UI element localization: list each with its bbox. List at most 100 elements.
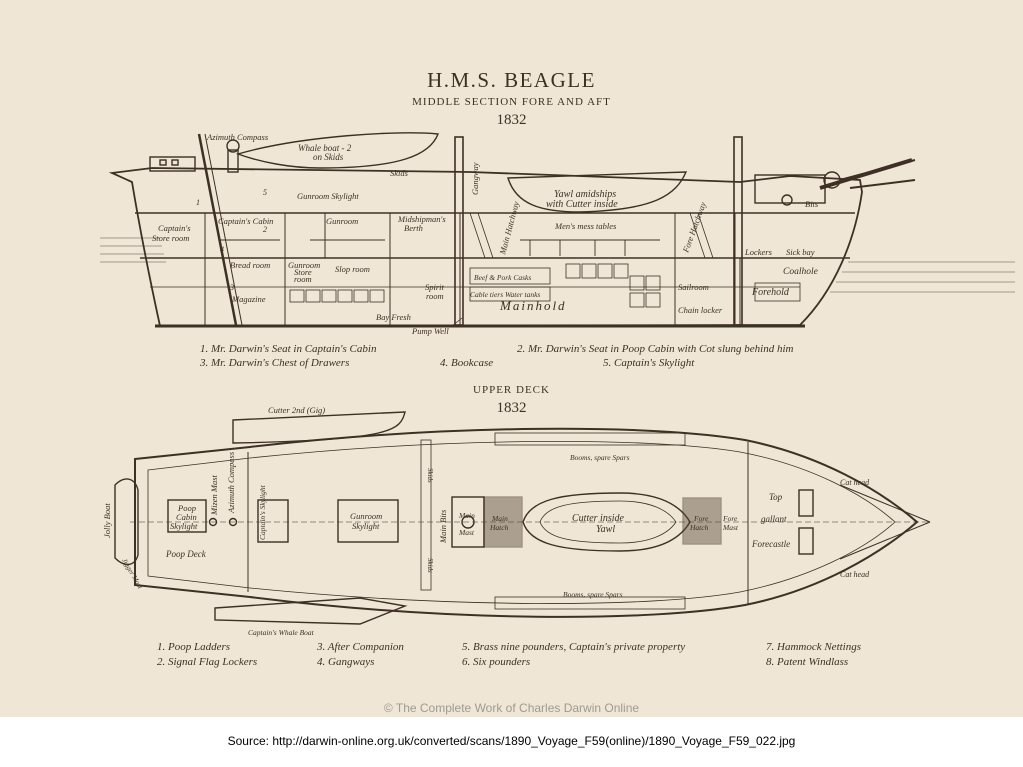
label-berth: Berth <box>404 223 423 233</box>
label-whale-boat-skids: on Skids <box>313 152 344 162</box>
label-top: Top <box>769 492 783 502</box>
label-main-mast-2: Mast <box>458 528 475 537</box>
section-key-1: 1. Mr. Darwin's Seat in Captain's Cabin <box>200 343 377 355</box>
label-main-hatch: Main <box>491 514 508 523</box>
sea-lines <box>100 237 1015 293</box>
label-lockers: Lockers <box>744 247 773 257</box>
label-yawl-cutter: with Cutter inside <box>546 199 618 210</box>
label-skids-b: Skids <box>426 558 434 573</box>
deck-key-5: 5. Brass nine pounders, Captain's privat… <box>462 641 686 653</box>
label-num-5: 5 <box>263 188 267 197</box>
label-forecastle: Forecastle <box>751 539 790 549</box>
label-booms-bottom: Booms, spare Spars <box>563 590 623 599</box>
label-gallant: gallant <box>761 514 787 524</box>
label-captains-whale-boat: Captain's Whale Boat <box>248 628 315 637</box>
label-bay-fresh: Bay Fresh <box>376 312 411 322</box>
deck-year: 1832 <box>496 400 527 416</box>
deck-title: UPPER DECK <box>473 384 550 396</box>
yawl-boat <box>507 171 688 213</box>
label-beef-casks: Beef & Pork Casks <box>474 273 531 282</box>
label-captains-store: Captain's <box>158 223 191 233</box>
label-bits: Bits <box>805 199 819 209</box>
section-key-5: 5. Captain's Skylight <box>603 357 695 369</box>
label-gunroom-store-3: room <box>294 274 312 284</box>
label-azimuth-compass: Azimuth Compass <box>206 132 269 142</box>
label-main-hatch-2: Hatch <box>489 523 509 532</box>
label-sick-bay: Sick bay <box>786 247 815 257</box>
cutter-gig <box>232 411 406 444</box>
label-fore-mast: Fore <box>722 514 738 523</box>
whale-boat <box>235 132 439 169</box>
label-fore-mast-2: Mast <box>722 523 739 532</box>
label-midshipmans: Midshipman's <box>397 214 446 224</box>
deck-key-4: 4. Gangways <box>317 656 375 668</box>
label-num-4: 4 <box>220 245 224 254</box>
yawl-plan <box>522 492 691 552</box>
label-num-1: 1 <box>196 198 200 207</box>
plate-title: H.M.S. BEAGLE <box>427 68 596 92</box>
label-mess-tables: Men's mess tables <box>554 221 617 231</box>
label-main-mast: Main <box>458 511 475 520</box>
label-num-2: 2 <box>263 225 267 234</box>
deck-plan <box>114 411 931 625</box>
copyright-notice: © The Complete Work of Charles Darwin On… <box>383 701 640 715</box>
jolly-boat <box>114 478 139 566</box>
section-key-3: 3. Mr. Darwin's Chest of Drawers <box>200 357 350 369</box>
label-cutter-gig: Cutter 2nd (Gig) <box>268 405 325 415</box>
label-fore-hatch: Fore Hatchway <box>680 200 708 254</box>
label-cutter-inside: Cutter inside <box>572 513 625 524</box>
label-yawl: Yawl amidships <box>554 189 616 200</box>
deck-outline <box>134 427 919 618</box>
label-gunroom-skylight: Gunroom <box>350 511 382 521</box>
source-caption: Source: http://darwin-online.org.uk/conv… <box>227 734 796 748</box>
label-fore-hatch-2: Hatch <box>689 523 709 532</box>
label-spirit: Spirit <box>425 282 445 292</box>
deck-key-7: 7. Hammock Nettings <box>766 641 862 653</box>
label-pump-well: Pump Well <box>411 326 449 336</box>
main-mast <box>454 136 464 326</box>
label-cat-head-top: Cat head <box>840 478 870 487</box>
section-year: 1832 <box>496 112 527 128</box>
label-slop-room: Slop room <box>335 264 370 274</box>
label-cable-tiers: Cable tiers Water tanks <box>470 290 540 299</box>
deck-key-8: 8. Patent Windlass <box>766 656 849 668</box>
label-fore-hatch: Fore <box>693 514 709 523</box>
label-gunroom-skylight: Gunroom Skylight <box>297 191 359 201</box>
hold-casks <box>289 263 801 308</box>
label-booms-top: Booms, spare Spars <box>570 453 630 462</box>
label-gunroom-skylight-2: Skylight <box>352 521 380 531</box>
deck-key-2: 2. Signal Flag Lockers <box>157 656 258 668</box>
label-cat-head-bottom: Cat head <box>840 570 870 579</box>
label-main-hatch: Main Hatchway <box>497 200 521 256</box>
section-title: MIDDLE SECTION FORE AND AFT <box>412 96 611 108</box>
label-jolly-boat: Jolly Boat <box>102 503 112 538</box>
label-mainhold: Mainhold <box>499 298 567 313</box>
label-skids: Skids <box>390 168 409 178</box>
label-poop-cabin: Poop <box>177 503 196 513</box>
label-whale-boat: Whale boat - 2 <box>298 143 352 153</box>
book-plate <box>0 0 1023 717</box>
label-poop-cabin-2: Cabin <box>176 512 197 522</box>
hull-outline <box>108 167 863 327</box>
label-magazine: Magazine <box>231 294 266 304</box>
section-key-2: 2. Mr. Darwin's Seat in Poop Cabin with … <box>517 343 794 355</box>
label-mizen-mast: Mizen Mast <box>209 474 219 516</box>
label-poop-deck: Poop Deck <box>165 549 207 559</box>
label-jigger-mast: Jigger Mast <box>120 557 144 591</box>
deck-key-6: 6. Six pounders <box>462 656 531 668</box>
label-coalhole: Coalhole <box>783 267 818 277</box>
section-key-4: 4. Bookcase <box>440 357 494 369</box>
deck-key-3: 3. After Companion <box>317 641 404 653</box>
label-skids-a: Skids <box>426 468 434 483</box>
label-gunroom-store: Gunroom <box>288 260 320 270</box>
label-captains-skylight: Captain's Skylight <box>258 484 267 540</box>
label-poop-skylight: Skylight <box>170 521 198 531</box>
label-bread-room: Bread room <box>230 260 270 270</box>
captains-whale-boat <box>214 597 408 625</box>
label-gangway: Gangway <box>470 162 480 195</box>
label-yawl: Yawl <box>596 524 615 535</box>
label-gunroom-store-2: Store <box>294 267 312 277</box>
label-deck-azimuth: Azimuth Compass <box>226 451 236 514</box>
label-forehold: Forehold <box>751 287 790 298</box>
